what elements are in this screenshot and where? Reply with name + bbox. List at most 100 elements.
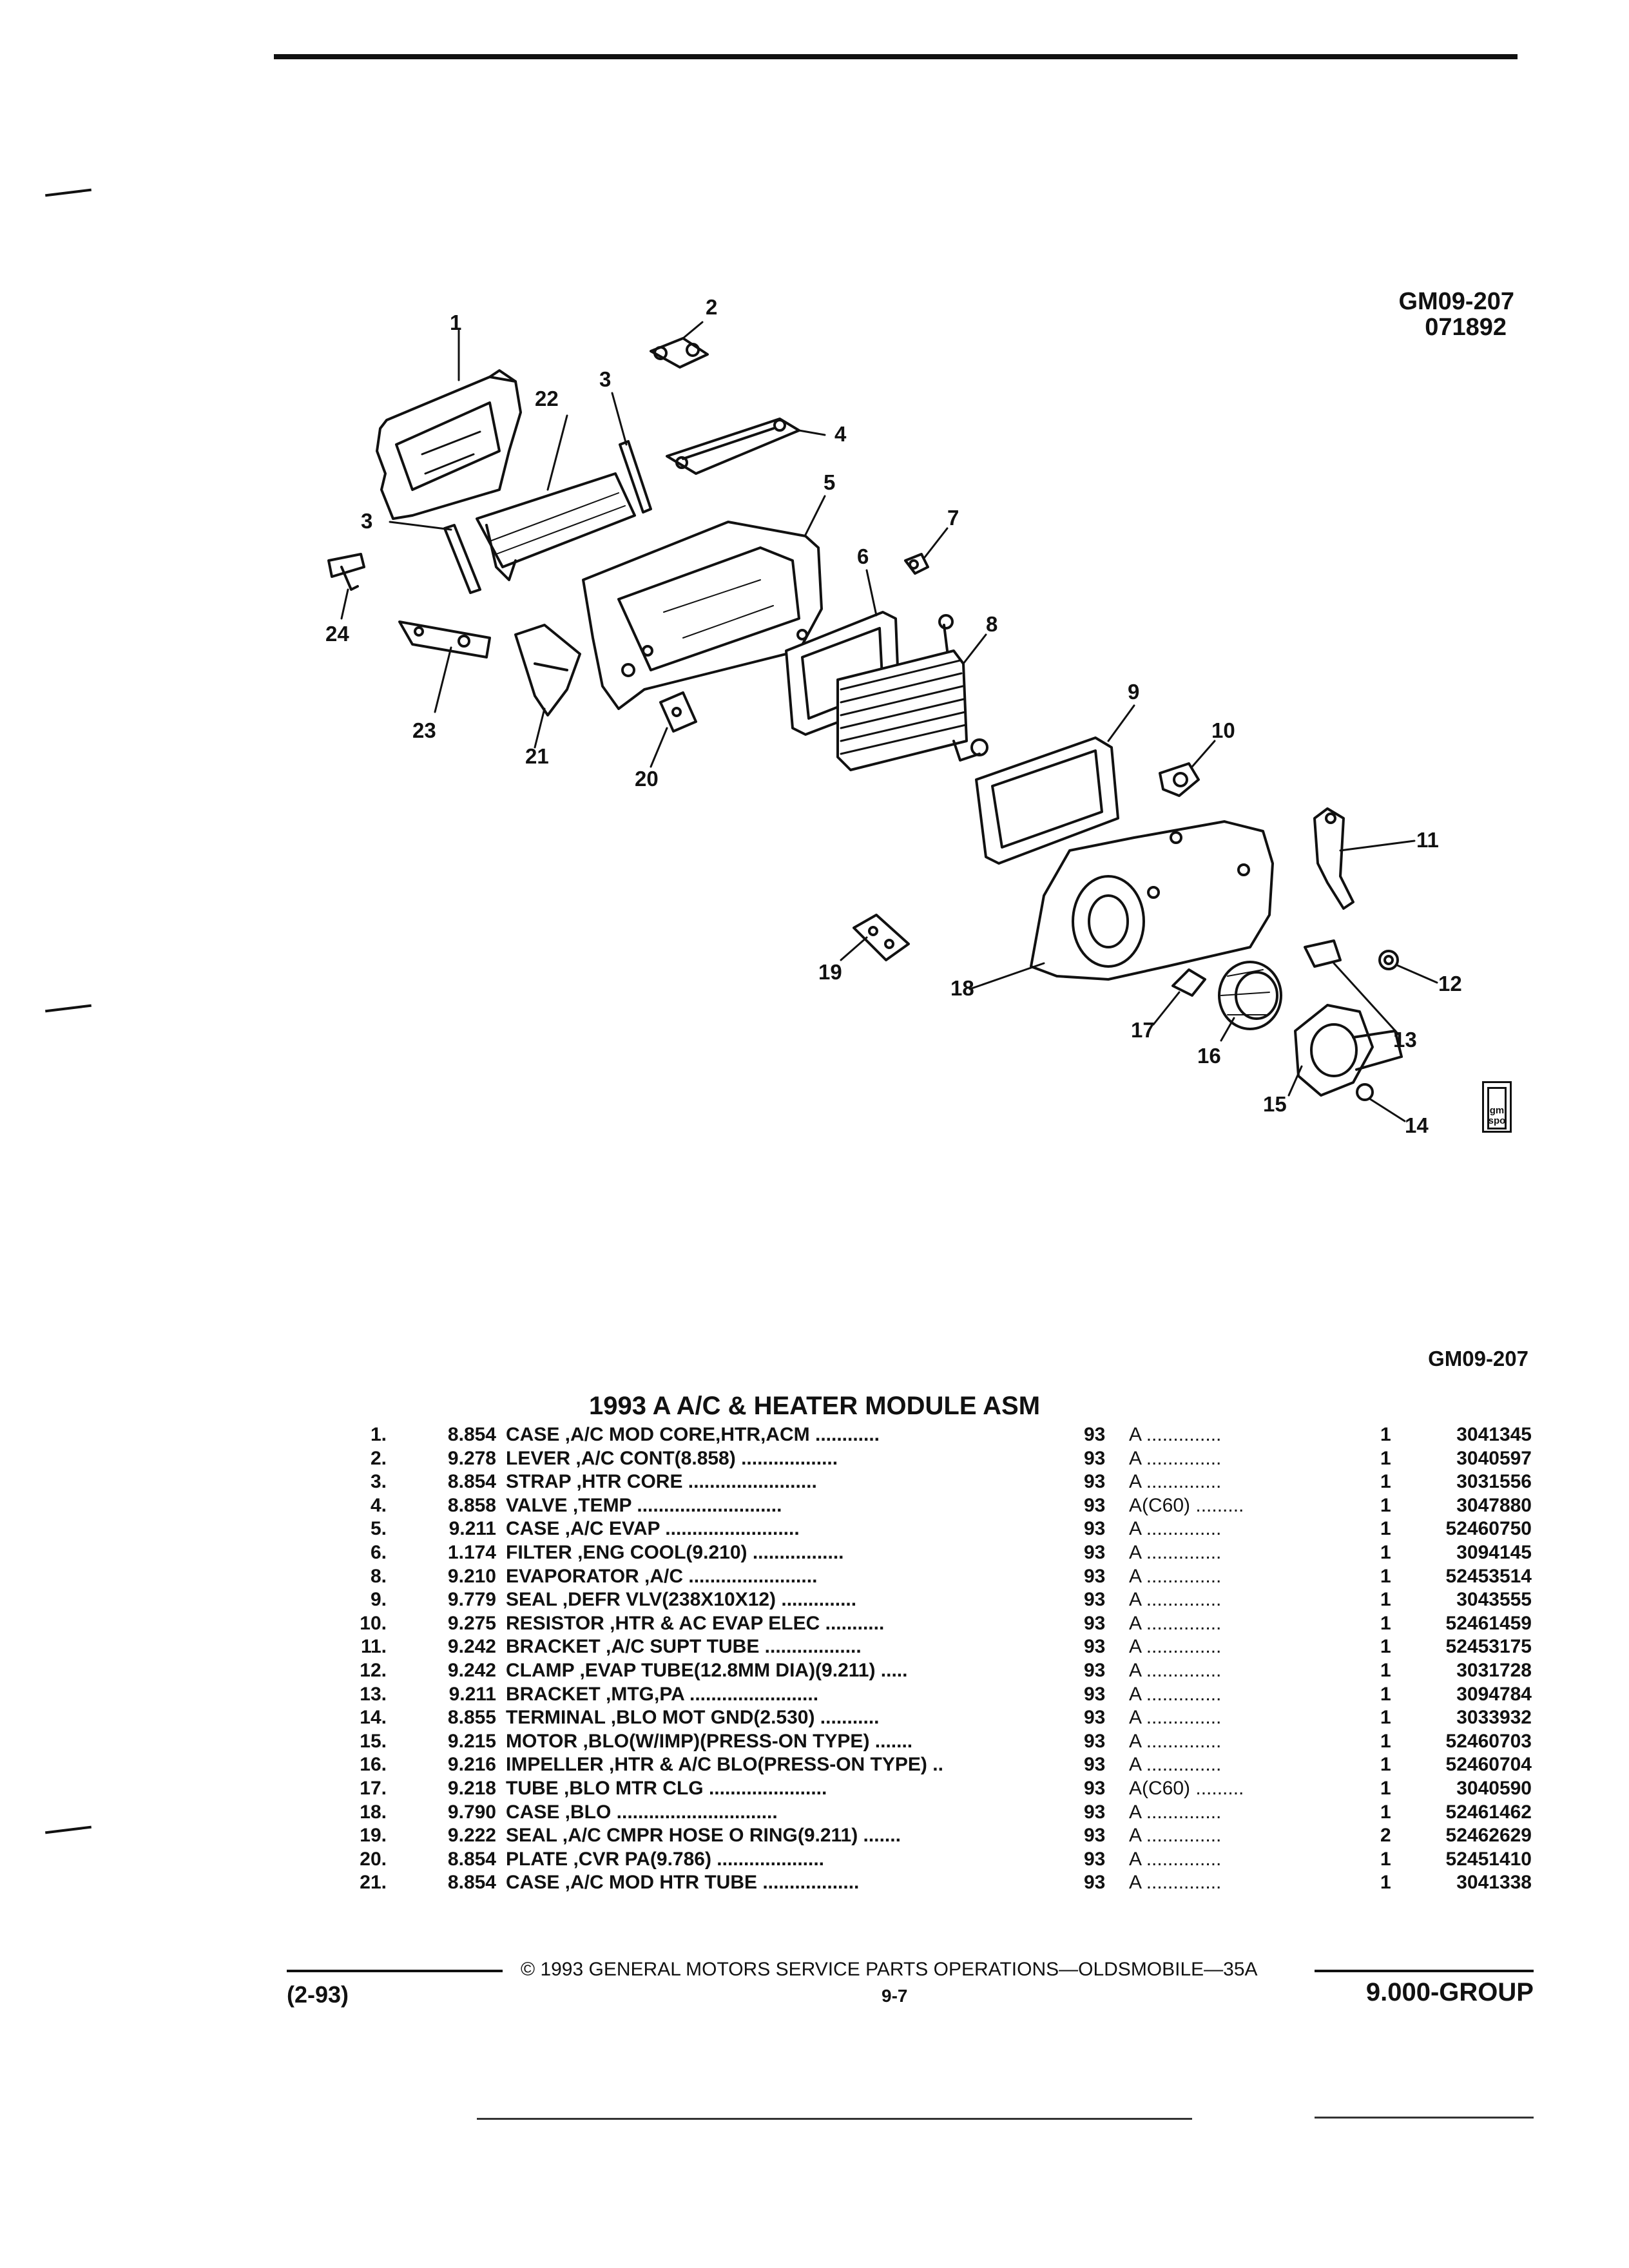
part-16-impeller-shape bbox=[1218, 961, 1282, 1030]
part-description: SEAL ,DEFR VLV(238X10X12) .............. bbox=[506, 1589, 857, 1611]
group-number: 9.790 bbox=[447, 1801, 496, 1823]
part-2-lever-shape bbox=[650, 337, 709, 369]
top-rule bbox=[274, 54, 1518, 59]
quantity: 1 bbox=[1380, 1612, 1391, 1634]
part-number: 52451410 bbox=[1445, 1848, 1532, 1870]
model-year: 93 bbox=[1084, 1730, 1106, 1752]
part-12-clamp-shape bbox=[1378, 950, 1399, 970]
callout-18: 18 bbox=[950, 976, 974, 1000]
part-7-clip-shape bbox=[904, 553, 929, 575]
callout-7: 7 bbox=[947, 506, 959, 530]
item-number: 3. bbox=[370, 1471, 387, 1493]
quantity: 1 bbox=[1380, 1801, 1391, 1823]
group-number: 9.278 bbox=[447, 1447, 496, 1469]
part-5-evap-case-shape bbox=[582, 521, 823, 710]
quantity: 1 bbox=[1380, 1754, 1391, 1776]
item-number: 6. bbox=[370, 1542, 387, 1563]
item-number: 2. bbox=[370, 1447, 387, 1469]
part-number: 3040590 bbox=[1456, 1778, 1532, 1799]
model-year: 93 bbox=[1084, 1589, 1106, 1611]
usage-note: A .............. bbox=[1129, 1565, 1222, 1587]
part-number: 3043555 bbox=[1456, 1589, 1532, 1611]
usage-note: A .............. bbox=[1129, 1707, 1222, 1729]
bottom-rule-left bbox=[477, 2118, 1192, 2120]
quantity: 1 bbox=[1380, 1683, 1391, 1705]
item-number: 10. bbox=[360, 1612, 387, 1634]
model-year: 93 bbox=[1084, 1707, 1106, 1729]
table-row: 4. 8.858 VALVE ,TEMP .....................… bbox=[0, 1495, 1629, 1519]
callout-8: 8 bbox=[986, 612, 998, 636]
callout-23: 23 bbox=[412, 718, 436, 742]
part-20-plate-shape bbox=[659, 691, 697, 733]
usage-note: A .............. bbox=[1129, 1542, 1222, 1563]
illustration-date-code: 071892 bbox=[1425, 314, 1507, 341]
usage-note: A .............. bbox=[1129, 1518, 1222, 1540]
model-year: 93 bbox=[1084, 1636, 1106, 1658]
gm-spo-logo: gm spo bbox=[1482, 1081, 1512, 1133]
item-number: 13. bbox=[360, 1683, 387, 1705]
part-description: SEAL ,A/C CMPR HOSE O RING(9.211) ......… bbox=[506, 1825, 901, 1847]
group-number: 9.218 bbox=[447, 1778, 496, 1799]
part-number: 52461462 bbox=[1445, 1801, 1532, 1823]
part-1-case-shape bbox=[376, 369, 522, 520]
part-number: 52453175 bbox=[1445, 1636, 1532, 1658]
model-year: 93 bbox=[1084, 1471, 1106, 1493]
callout-9: 9 bbox=[1128, 680, 1140, 704]
part-24-fastener-shape bbox=[327, 553, 365, 591]
part-description: STRAP ,HTR CORE ........................ bbox=[506, 1471, 817, 1493]
callout-13: 13 bbox=[1393, 1028, 1417, 1052]
quantity: 1 bbox=[1380, 1848, 1391, 1870]
part-number: 3031556 bbox=[1456, 1471, 1532, 1493]
usage-note: A .............. bbox=[1129, 1872, 1222, 1894]
callout-1: 1 bbox=[450, 311, 462, 334]
usage-note: A .............. bbox=[1129, 1471, 1222, 1493]
part-4-valve-shape bbox=[666, 418, 800, 475]
part-number: 52462629 bbox=[1445, 1825, 1532, 1847]
item-number: 8. bbox=[370, 1565, 387, 1587]
item-number: 11. bbox=[360, 1636, 387, 1658]
item-number: 20. bbox=[360, 1848, 387, 1870]
usage-note: A .............. bbox=[1129, 1825, 1222, 1847]
item-number: 4. bbox=[370, 1494, 387, 1516]
part-18-blower-case-shape bbox=[1030, 820, 1274, 981]
group-number: 9.275 bbox=[447, 1612, 496, 1634]
quantity: 1 bbox=[1380, 1565, 1391, 1587]
group-number: 9.779 bbox=[447, 1589, 496, 1611]
model-year: 93 bbox=[1084, 1542, 1106, 1563]
usage-note: A .............. bbox=[1129, 1636, 1222, 1658]
part-description: FILTER ,ENG COOL(9.210) ................… bbox=[506, 1542, 844, 1563]
quantity: 1 bbox=[1380, 1447, 1391, 1469]
part-23-bracket-shape bbox=[398, 620, 491, 658]
usage-note: A .............. bbox=[1129, 1424, 1222, 1445]
footer-copyright: © 1993 GENERAL MOTORS SERVICE PARTS OPER… bbox=[521, 1959, 1258, 1980]
usage-note: A(C60) ......... bbox=[1129, 1778, 1244, 1799]
model-year: 93 bbox=[1084, 1801, 1106, 1823]
callout-24: 24 bbox=[325, 622, 349, 646]
part-description: IMPELLER ,HTR & A/C BLO(PRESS-ON TYPE) .… bbox=[506, 1754, 943, 1776]
callout-20: 20 bbox=[635, 767, 659, 791]
callout-22: 22 bbox=[535, 387, 559, 410]
item-number: 18. bbox=[360, 1801, 387, 1823]
group-number: 9.210 bbox=[447, 1565, 496, 1587]
part-17-tube-shape bbox=[1171, 968, 1206, 997]
callout-5: 5 bbox=[824, 470, 836, 494]
model-year: 93 bbox=[1084, 1518, 1106, 1540]
quantity: 1 bbox=[1380, 1660, 1391, 1681]
part-description: VALVE ,TEMP ........................... bbox=[506, 1494, 782, 1516]
part-description: CASE ,A/C MOD HTR TUBE .................… bbox=[506, 1872, 860, 1894]
group-number: 8.858 bbox=[447, 1494, 496, 1516]
group-number: 8.855 bbox=[447, 1707, 496, 1729]
model-year: 93 bbox=[1084, 1565, 1106, 1587]
quantity: 1 bbox=[1380, 1494, 1391, 1516]
part-8-evaporator-shape bbox=[836, 614, 988, 771]
footer-date: (2-93) bbox=[287, 1981, 349, 2008]
group-number: 8.854 bbox=[447, 1848, 496, 1870]
